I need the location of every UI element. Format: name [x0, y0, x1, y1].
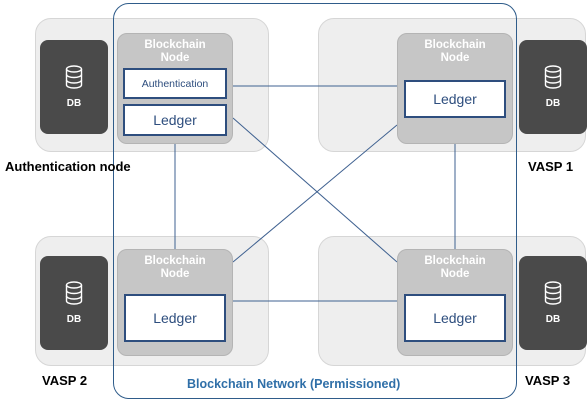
blockchain-node-vasp1: Blockchain Node Ledger — [397, 33, 513, 144]
db-label: DB — [66, 314, 82, 325]
database-icon — [544, 281, 562, 305]
node-title: Blockchain Node — [144, 255, 206, 280]
network-label: Blockchain Network (Permissioned) — [187, 377, 401, 391]
db-label: DB — [545, 98, 561, 109]
db-label: DB — [545, 314, 561, 325]
db-vasp1: DB — [519, 40, 587, 134]
db-vasp3: DB — [519, 256, 587, 350]
ledger-box: Ledger — [124, 294, 226, 342]
blockchain-node-vasp3: Blockchain Node Ledger — [397, 249, 513, 356]
node-title: Blockchain Node — [424, 39, 486, 64]
db-vasp2: DB — [40, 256, 108, 350]
link-auth-vasp3 — [232, 117, 398, 263]
node-title: Blockchain Node — [144, 39, 206, 64]
blockchain-node-vasp2: Blockchain Node Ledger — [117, 249, 233, 356]
link-vasp1-vasp2 — [232, 124, 398, 263]
database-icon — [65, 281, 83, 305]
database-icon — [544, 65, 562, 89]
vasp3-label: VASP 3 — [525, 373, 571, 388]
ledger-box: Ledger — [404, 80, 506, 118]
ledger-box: Ledger — [404, 294, 506, 342]
auth-node-label: Authentication node — [5, 159, 131, 174]
blockchain-network-boundary — [113, 3, 517, 399]
database-icon — [65, 65, 83, 89]
authentication-box: Authentication — [123, 68, 227, 99]
db-auth: DB — [40, 40, 108, 134]
node-title: Blockchain Node — [424, 255, 486, 280]
db-label: DB — [66, 98, 82, 109]
ledger-box: Ledger — [123, 104, 227, 136]
blockchain-node-auth: Blockchain Node Authentication Ledger — [117, 33, 233, 144]
vasp1-label: VASP 1 — [528, 159, 574, 174]
vasp2-label: VASP 2 — [42, 373, 88, 388]
